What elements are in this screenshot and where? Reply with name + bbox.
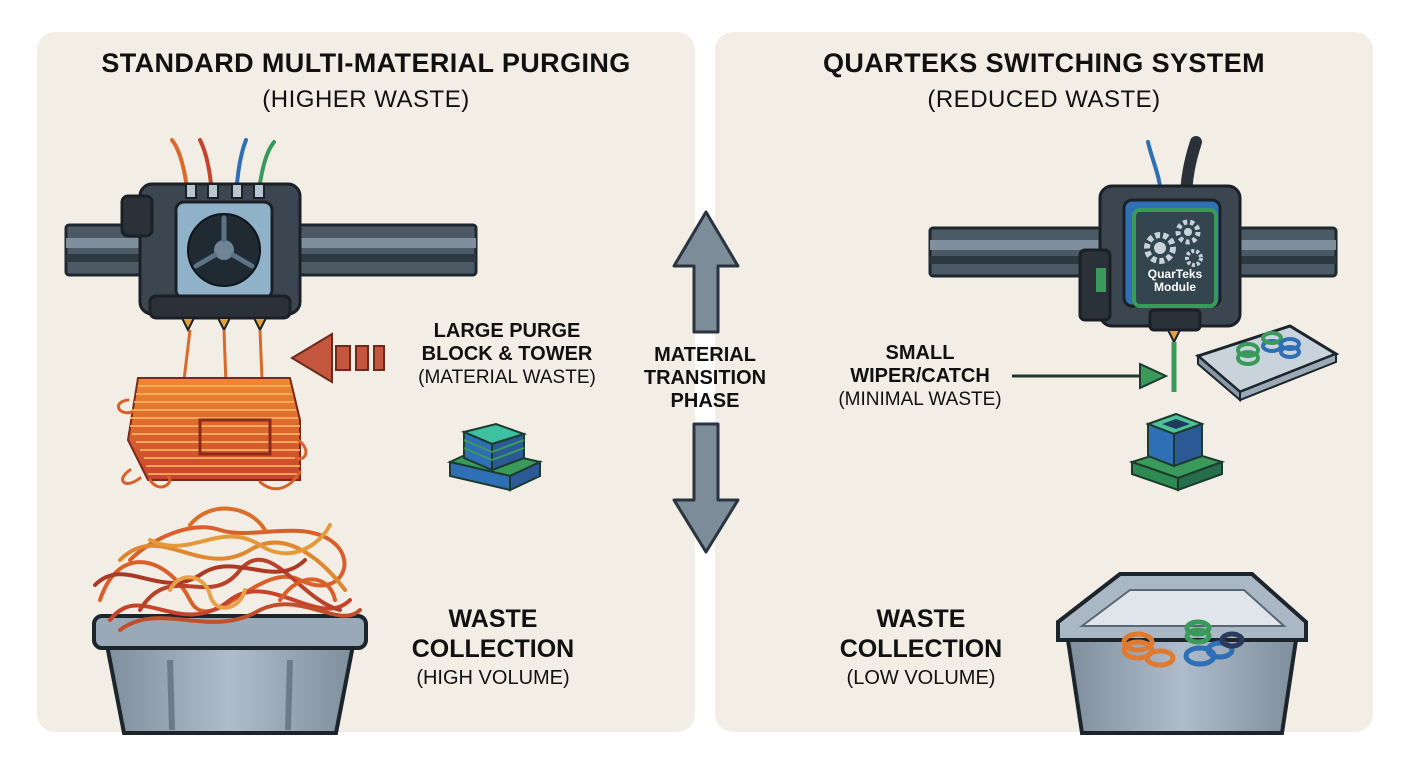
- wiper-label-line1: SMALL: [885, 342, 955, 364]
- gear-icon: [1144, 219, 1203, 267]
- left-waste-bin: [92, 506, 368, 735]
- left-waste-label-line3: (HIGH VOLUME): [416, 667, 570, 689]
- right-panel-title: QUARTEKS SWITCHING SYSTEM: [822, 48, 1265, 78]
- wiper-label-line3: (MINIMAL WASTE): [838, 389, 1002, 410]
- left-print-head: [120, 182, 302, 333]
- purge-label-line3: (MATERIAL WASTE): [418, 367, 596, 388]
- left-panel-title: STANDARD MULTI-MATERIAL PURGING: [101, 48, 631, 78]
- left-purge-tower: [117, 329, 308, 491]
- left-purge-arrow: [290, 332, 385, 384]
- left-waste-label: WASTE COLLECTION (HIGH VOLUME): [388, 604, 598, 692]
- left-waste-label-line2: COLLECTION: [411, 635, 575, 663]
- right-waste-label: WASTE COLLECTION (LOW VOLUME): [816, 604, 1026, 692]
- wiper-label: SMALL WIPER/CATCH (MINIMAL WASTE): [822, 342, 1018, 411]
- right-waste-bin: [1056, 572, 1308, 735]
- right-printed-part: [1128, 412, 1226, 492]
- center-arrow-up: [672, 210, 740, 334]
- transition-label-line3: PHASE: [670, 390, 740, 412]
- right-wiper-tray: [1194, 324, 1340, 403]
- left-panel-subtitle: (HIGHER WASTE): [262, 86, 470, 113]
- left-waste-label-line1: WASTE: [448, 605, 538, 633]
- transition-label-line1: MATERIAL: [654, 344, 756, 366]
- center-arrow-down: [672, 422, 740, 554]
- right-panel-subtitle: (REDUCED WASTE): [927, 86, 1161, 113]
- module-label-line1: QuarTeks: [1147, 267, 1203, 281]
- transition-label-line2: TRANSITION: [643, 367, 767, 389]
- purge-label-line1: LARGE PURGE: [433, 320, 581, 342]
- module-label: QuarTeks Module: [1132, 268, 1218, 294]
- left-printed-part: [446, 422, 544, 492]
- purge-label-line2: BLOCK & TOWER: [421, 343, 593, 365]
- right-wiper-arrow: [1012, 362, 1169, 390]
- right-waste-label-line2: COLLECTION: [839, 635, 1003, 663]
- wiper-label-line2: WIPER/CATCH: [850, 365, 990, 387]
- purge-label: LARGE PURGE BLOCK & TOWER (MATERIAL WAST…: [392, 320, 622, 389]
- transition-label: MATERIAL TRANSITION PHASE: [630, 344, 780, 413]
- right-waste-label-line3: (LOW VOLUME): [846, 667, 996, 689]
- module-label-line2: Module: [1154, 280, 1196, 294]
- right-waste-label-line1: WASTE: [876, 605, 966, 633]
